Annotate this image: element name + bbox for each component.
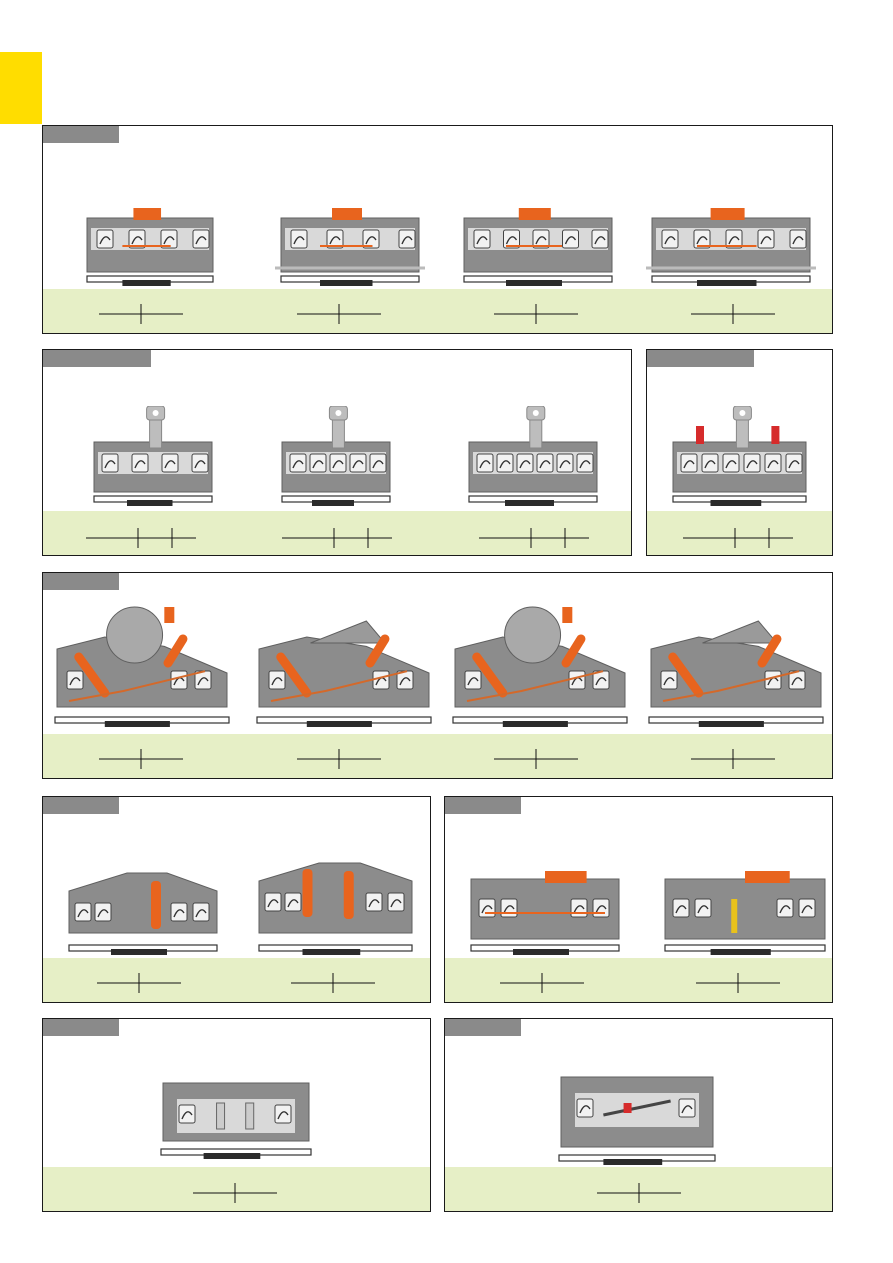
terminal-block-image — [664, 871, 826, 955]
terminal-block-image — [160, 1082, 312, 1159]
panel-fuse — [42, 796, 431, 1003]
panel-tag — [43, 1019, 119, 1036]
product-slot — [63, 867, 223, 955]
product-slot — [88, 405, 218, 506]
panel-tag — [43, 126, 119, 143]
terminal-block-image — [452, 606, 628, 727]
terminal-block-image — [468, 405, 598, 506]
panel-tag — [445, 1019, 521, 1036]
symbol-band — [647, 511, 832, 555]
panel-key-disconnect — [42, 349, 632, 556]
symbol-band — [43, 1167, 430, 1211]
terminal-block-image — [281, 405, 391, 506]
circuit-symbol — [297, 302, 381, 331]
product-slot — [659, 869, 831, 955]
symbol-band — [445, 958, 832, 1002]
terminal-block-image — [672, 405, 807, 506]
panel-tag — [43, 573, 119, 590]
terminal-block-image — [256, 620, 432, 727]
symbol-band — [43, 289, 832, 333]
circuit-symbol — [99, 302, 183, 331]
panel-tag — [43, 797, 119, 814]
product-slot — [667, 405, 812, 506]
panel-component — [444, 1018, 833, 1212]
circuit-symbol — [691, 302, 775, 331]
circuit-symbol — [597, 1181, 681, 1210]
circuit-symbol — [691, 747, 775, 776]
section-color-tab — [0, 52, 42, 124]
terminal-block-image — [646, 208, 816, 286]
circuit-symbol — [86, 526, 196, 555]
terminal-block-image — [86, 208, 214, 286]
circuit-symbol — [494, 302, 578, 331]
circuit-symbol — [500, 971, 584, 1000]
terminal-block-image — [275, 208, 425, 286]
product-slot — [447, 603, 633, 727]
product-slot — [275, 206, 425, 286]
product-slot — [465, 869, 625, 955]
product-slot — [81, 206, 219, 286]
product-slot — [643, 603, 829, 727]
circuit-symbol — [297, 747, 381, 776]
panel-disconnect-lever — [42, 125, 833, 334]
product-slot — [276, 405, 396, 506]
circuit-symbol — [291, 971, 375, 1000]
product-slot — [553, 1065, 721, 1165]
circuit-symbol — [193, 1181, 277, 1210]
circuit-symbol — [494, 747, 578, 776]
panel-tag — [445, 797, 521, 814]
terminal-block-image — [648, 620, 824, 727]
terminal-block-image — [93, 405, 213, 506]
panel-rotary-disconnect — [42, 572, 833, 779]
symbol-band — [43, 511, 631, 555]
product-slot — [251, 603, 437, 727]
product-slot — [49, 603, 235, 727]
panel-diode — [42, 1018, 431, 1212]
circuit-symbol — [99, 747, 183, 776]
product-slot — [458, 206, 618, 286]
circuit-symbol — [479, 526, 589, 555]
terminal-block-image — [54, 606, 230, 727]
symbol-band — [43, 734, 832, 778]
product-slot — [463, 405, 603, 506]
product-slot — [155, 1071, 317, 1159]
panel-key-test — [646, 349, 833, 556]
product-slot — [253, 857, 418, 955]
circuit-symbol — [97, 971, 181, 1000]
terminal-block-image — [558, 1076, 716, 1165]
panel-tag — [43, 350, 151, 367]
terminal-block-image — [258, 862, 413, 955]
circuit-symbol — [282, 526, 392, 555]
terminal-block-image — [470, 871, 620, 955]
terminal-block-image — [463, 208, 613, 286]
circuit-symbol — [683, 526, 793, 555]
terminal-block-image — [68, 872, 218, 955]
panel-test-disconnect — [444, 796, 833, 1003]
symbol-band — [43, 958, 430, 1002]
circuit-symbol — [696, 971, 780, 1000]
panel-tag — [647, 350, 754, 367]
product-slot — [646, 206, 816, 286]
